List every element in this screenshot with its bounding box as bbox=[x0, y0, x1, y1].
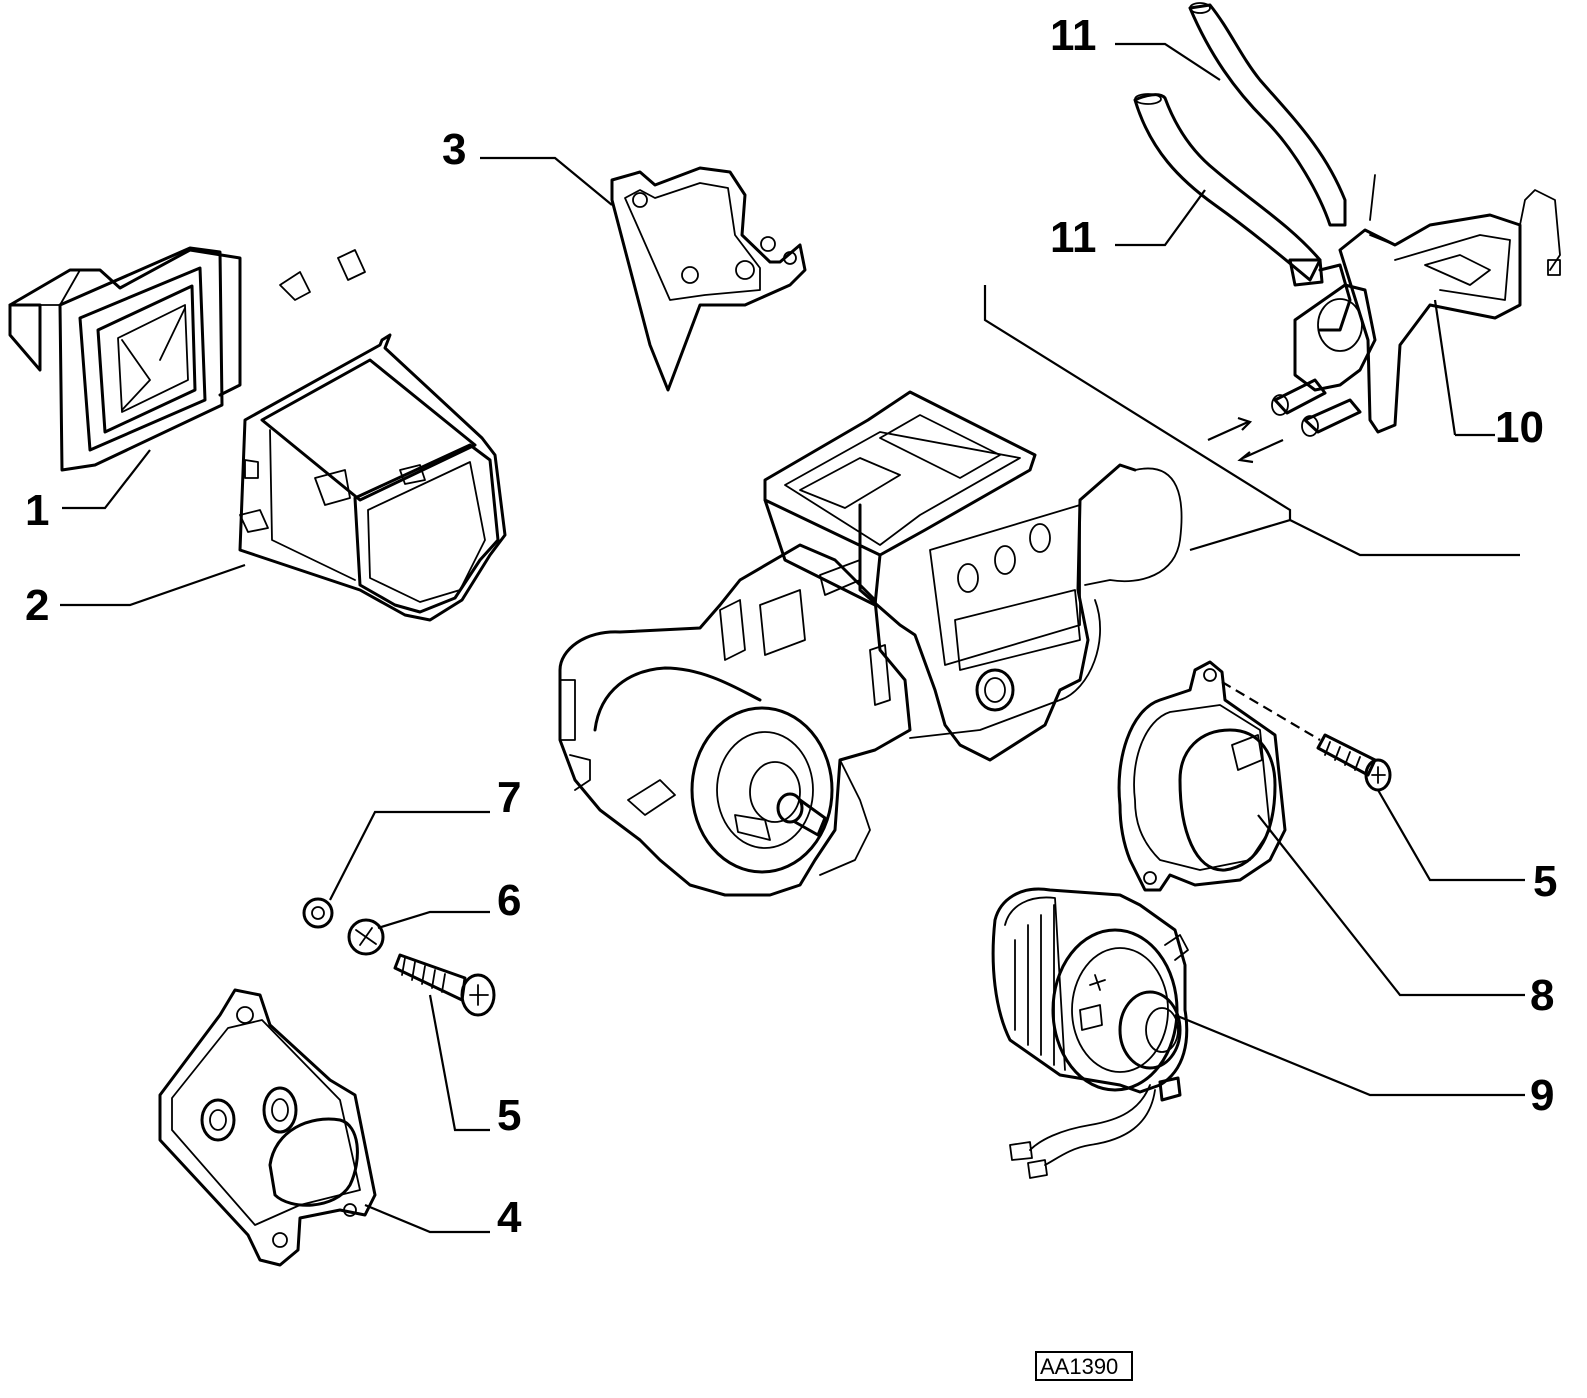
part-9-blower-motor bbox=[991, 887, 1189, 1179]
part-7-washer bbox=[302, 897, 334, 929]
callout-10: 10 bbox=[1495, 403, 1544, 452]
callout-1: 1 bbox=[25, 486, 49, 535]
part-4-motor-cover bbox=[158, 988, 377, 1267]
figure-id-box: AA1390 bbox=[1035, 1351, 1133, 1381]
part-11-hoses bbox=[1133, 2, 1347, 287]
assembly-reference-lines bbox=[983, 285, 1520, 557]
part-5-bolt-left bbox=[393, 953, 496, 1017]
part-2-filter-housing bbox=[238, 249, 507, 622]
callout-labels: 1 2 3 11 11 10 5 8 9 7 6 5 4 bbox=[25, 11, 1557, 1242]
callout-3: 3 bbox=[442, 125, 466, 174]
callout-11-bottom: 11 bbox=[1050, 213, 1097, 262]
callout-4: 4 bbox=[497, 1193, 522, 1242]
hvac-main-unit bbox=[558, 390, 1183, 897]
callout-8: 8 bbox=[1530, 971, 1554, 1020]
figure-id: AA1390 bbox=[1040, 1354, 1118, 1379]
callout-6: 6 bbox=[497, 876, 521, 925]
callout-5-left: 5 bbox=[497, 1091, 521, 1140]
part-10-heater-valve bbox=[1271, 174, 1561, 437]
part-1-air-intake-frame bbox=[8, 246, 242, 472]
part-6-nut bbox=[347, 918, 385, 956]
part-8-motor-cover bbox=[1117, 660, 1321, 892]
part-3-cover-plate bbox=[610, 166, 807, 392]
callout-9: 9 bbox=[1530, 1071, 1554, 1120]
part-5-bolt-right bbox=[1316, 733, 1392, 792]
callout-5-right: 5 bbox=[1533, 857, 1557, 906]
callout-2: 2 bbox=[25, 581, 49, 630]
callout-7: 7 bbox=[497, 773, 521, 822]
leader-lines bbox=[60, 42, 1525, 1234]
callout-11-top: 11 bbox=[1050, 11, 1097, 60]
